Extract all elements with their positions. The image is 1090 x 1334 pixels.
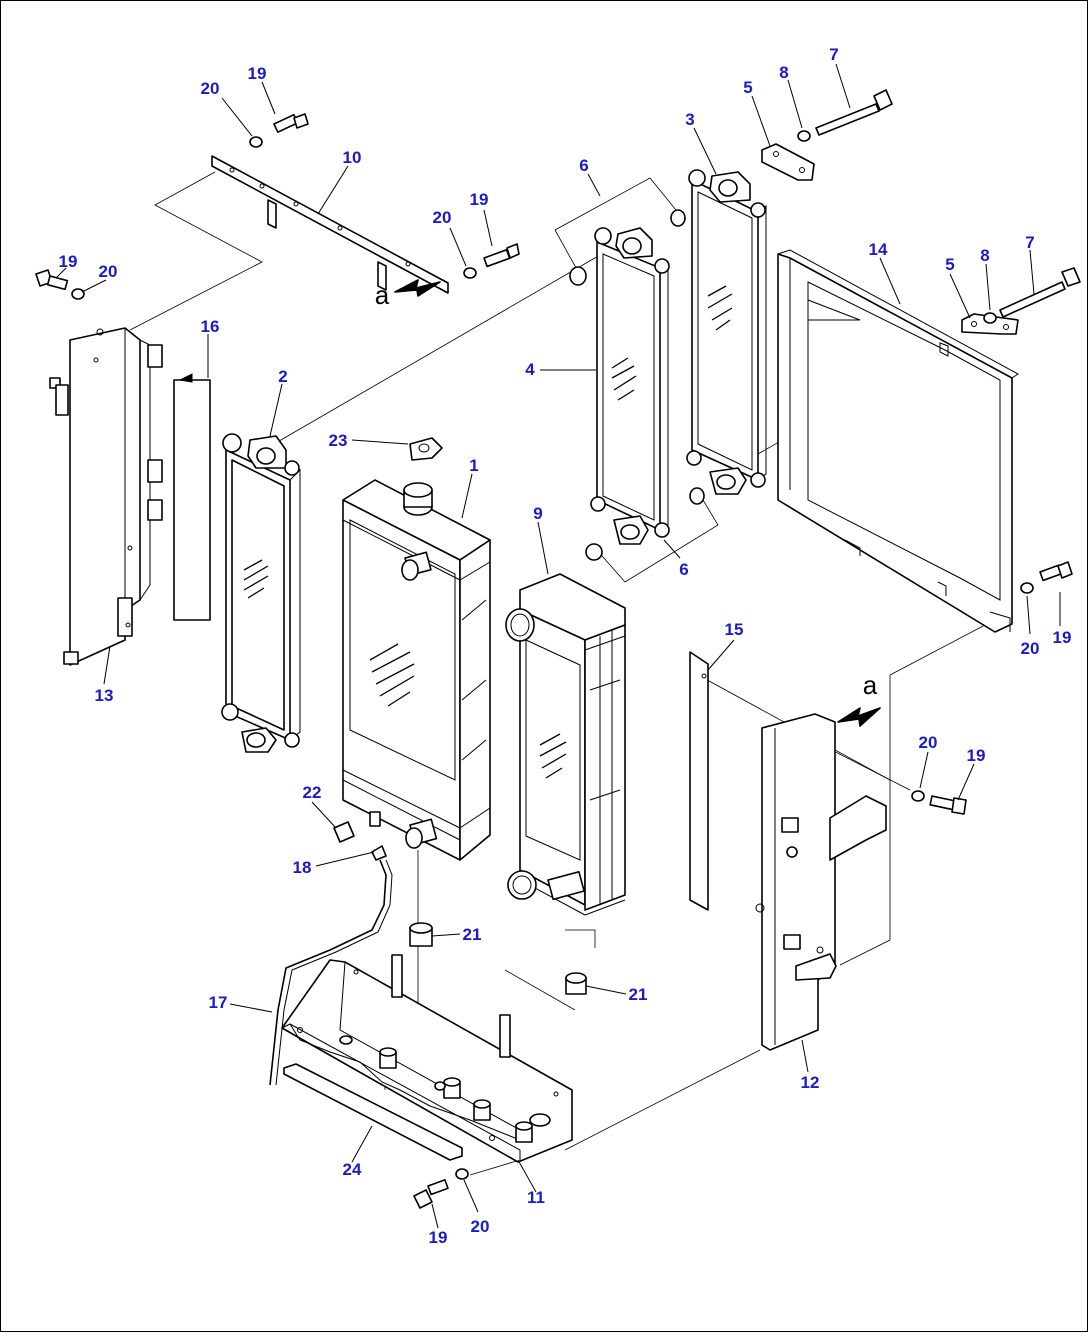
callout-24: 24 [343, 1160, 362, 1179]
view-arrow-a-side [837, 707, 881, 727]
callout-2: 2 [278, 367, 287, 386]
part-23-cap-gasket [409, 437, 443, 461]
callout-20: 20 [1021, 639, 1040, 658]
part-6-o-rings [569, 209, 705, 561]
callout-8: 8 [980, 246, 989, 265]
callout-19: 19 [429, 1228, 448, 1247]
leader-lines [55, 63, 1061, 1229]
bolt-washer-group-bottom [413, 1168, 469, 1209]
callout-21: 21 [629, 985, 648, 1004]
callout-21: 21 [463, 925, 482, 944]
callout-20: 20 [201, 79, 220, 98]
callout-20: 20 [433, 208, 452, 227]
callout-6: 6 [579, 156, 588, 175]
part-21-mount-rubber-b [565, 972, 587, 995]
part-8-washer-upper [797, 130, 811, 142]
callout-19: 19 [59, 252, 78, 271]
callout-19: 19 [248, 64, 267, 83]
callout-4: 4 [525, 360, 535, 379]
part-13-side-panel [49, 327, 163, 666]
callout-17: 17 [209, 993, 228, 1012]
part-15-seal-strip [689, 651, 709, 911]
callout-5: 5 [743, 78, 752, 97]
part-9-aftercooler [505, 573, 626, 916]
part-3-hydraulic-cooler [686, 169, 767, 495]
callout-18: 18 [293, 858, 312, 877]
callout-20: 20 [99, 262, 118, 281]
part-12-side-panel [755, 707, 887, 1051]
view-reference-labels: a a [375, 280, 878, 700]
callout-11: 11 [527, 1188, 545, 1207]
part-5-bracket-upper [761, 143, 815, 181]
view-ref-a-top: a [375, 280, 390, 310]
bolt-washer-group-top [35, 113, 520, 300]
callout-8: 8 [779, 63, 788, 82]
callout-9: 9 [533, 504, 542, 523]
part-7-bolt-upper [815, 89, 893, 136]
callout-20: 20 [919, 733, 938, 752]
callout-10: 10 [343, 148, 362, 167]
bolt-washer-group-panel [911, 790, 967, 815]
part-7-bolt-lower [999, 267, 1081, 318]
callout-23: 23 [329, 431, 348, 450]
callout-13: 13 [95, 686, 114, 705]
part-5-bracket-lower [961, 313, 1019, 335]
part-21-mount-rubber-a [409, 922, 433, 947]
callout-19: 19 [967, 746, 986, 765]
callout-labels: 20 19 10 20 19 19 20 16 2 13 23 1 6 4 3 … [59, 45, 1072, 1247]
callout-19: 19 [1053, 628, 1072, 647]
callout-16: 16 [201, 317, 220, 336]
part-10-top-stay [211, 155, 449, 297]
callout-6: 6 [679, 560, 688, 579]
part-14-shroud [777, 249, 1019, 633]
callout-1: 1 [469, 456, 478, 475]
view-arrow-a-top [394, 279, 441, 297]
part-8-washer-lower [983, 312, 997, 324]
part-22-drain-cock [333, 811, 381, 843]
callout-7: 7 [829, 45, 838, 64]
callout-7: 7 [1025, 233, 1034, 252]
part-4-fuel-cooler [590, 227, 670, 545]
callout-5: 5 [945, 255, 954, 274]
callout-15: 15 [725, 620, 744, 639]
callout-3: 3 [685, 110, 694, 129]
part-2-oil-cooler [221, 433, 301, 753]
callout-14: 14 [869, 240, 888, 259]
part-16-seal-strip [173, 373, 211, 621]
callout-19: 19 [470, 190, 489, 209]
part-24-seal-strip [283, 1063, 463, 1161]
bolt-washer-group-shroud [1020, 561, 1073, 594]
callout-20: 20 [471, 1217, 490, 1236]
callout-12: 12 [801, 1073, 820, 1092]
part-11-bottom-frame [281, 954, 573, 1163]
view-ref-a-side: a [863, 670, 878, 700]
callout-22: 22 [303, 783, 322, 802]
part-1-radiator [342, 479, 491, 861]
part-18-17-drain-hose [269, 845, 393, 1086]
